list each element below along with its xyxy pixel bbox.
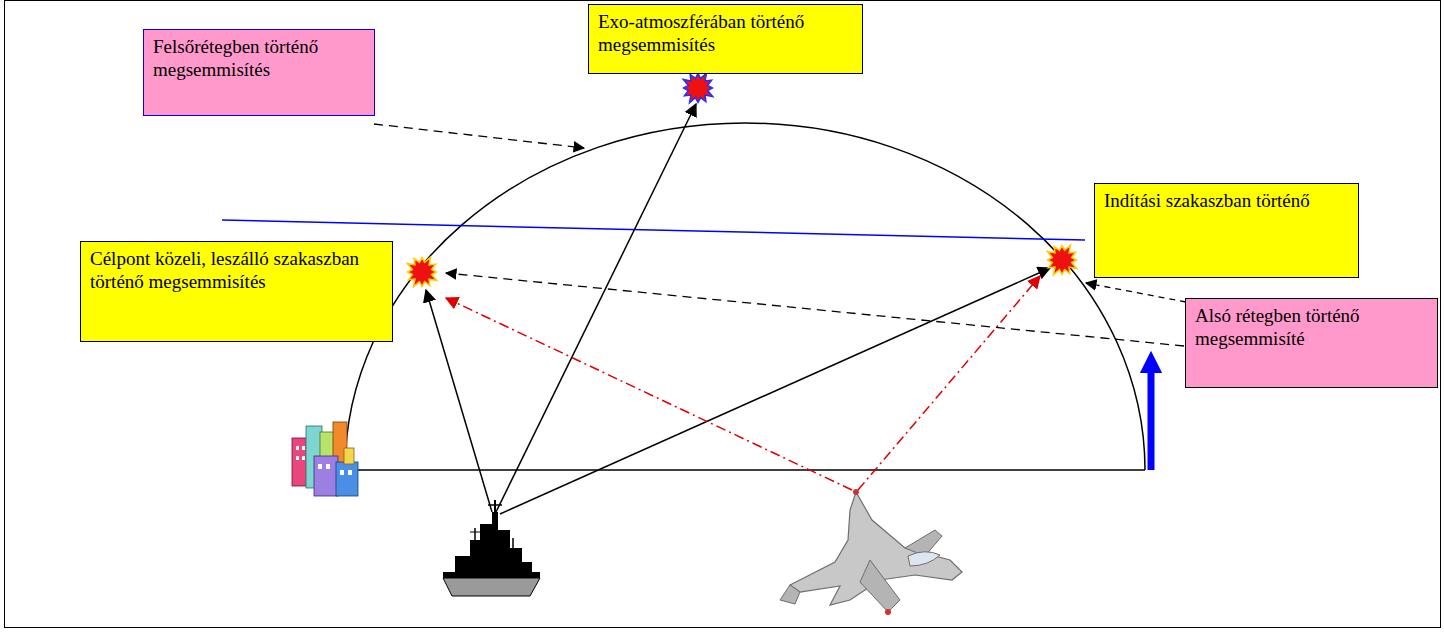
ship-icon — [443, 500, 540, 596]
interceptor-line — [496, 104, 696, 512]
yellow-label-box: Exo-atmoszférában történő megsemmisítés — [588, 4, 863, 74]
trajectory-arc — [345, 123, 1145, 470]
pointer-arrow — [374, 124, 584, 148]
explosion-burst — [407, 257, 436, 286]
interceptor-line — [426, 290, 492, 512]
label-text: Indítási szakaszban történő — [1104, 190, 1349, 213]
label-text: Exo-atmoszférában történő megsemmisítés — [598, 11, 853, 57]
pink-label-box: Alsó rétegben történő megsemmisíté — [1185, 298, 1438, 388]
aircraft-icon — [780, 489, 962, 615]
yellow-label-box: Indítási szakaszban történő — [1094, 183, 1359, 278]
aircraft-line — [858, 276, 1040, 490]
atmosphere-line — [222, 220, 1085, 240]
explosion-burst — [683, 73, 712, 102]
label-text: Alsó rétegben történő megsemmisíté — [1195, 305, 1428, 351]
yellow-label-box: Célpont közeli, leszálló szakaszban tört… — [80, 241, 393, 342]
explosion-burst — [1047, 245, 1076, 274]
label-text: Célpont közeli, leszálló szakaszban tört… — [90, 248, 383, 294]
aircraft-line — [446, 298, 852, 490]
label-text: Felsőrétegben történő megsemmisítés — [153, 36, 365, 82]
ground-line — [345, 469, 1145, 471]
frame — [5, 1, 1441, 628]
city-icon — [292, 422, 358, 496]
pointer-arrow — [1086, 283, 1186, 302]
launch-arrow — [1148, 362, 1155, 470]
pink-label-box: Felsőrétegben történő megsemmisítés — [143, 29, 375, 116]
pointer-arrow — [446, 273, 1184, 346]
